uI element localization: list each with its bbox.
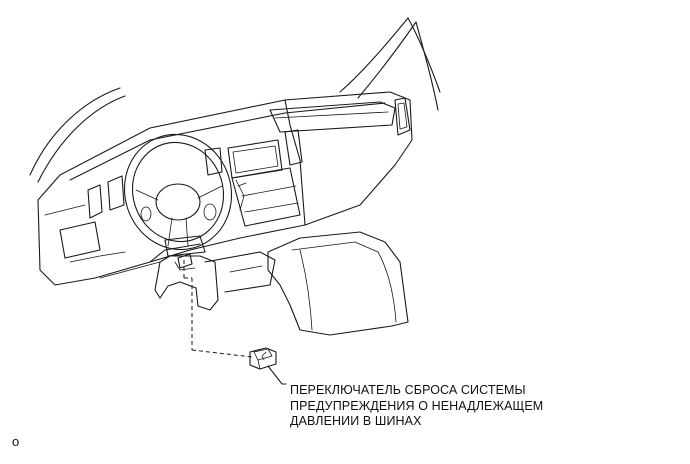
switch-callout-label: ПЕРЕКЛЮЧАТЕЛЬ СБРОСА СИСТЕМЫ ПРЕДУПРЕЖДЕ… [290,383,543,430]
callout-line-1: ПЕРЕКЛЮЧАТЕЛЬ СБРОСА СИСТЕМЫ [290,383,526,397]
figure-code: o [12,434,20,449]
dashboard-body [37,91,413,286]
switch-leader [177,253,253,358]
windshield-frame [29,17,441,183]
steering-wheel [123,133,247,257]
callout-line-2: ПРЕДУПРЕЖДЕНИЯ О НЕНАДЛЕЖАЩЕМ [290,398,544,413]
callout-line-3: ДАВЛЕНИИ В ШИНАХ [290,414,422,428]
tire-pressure-reset-switch [249,347,277,370]
engine-cover [267,231,409,336]
lower-console [154,251,276,311]
callout-leader [267,365,287,385]
